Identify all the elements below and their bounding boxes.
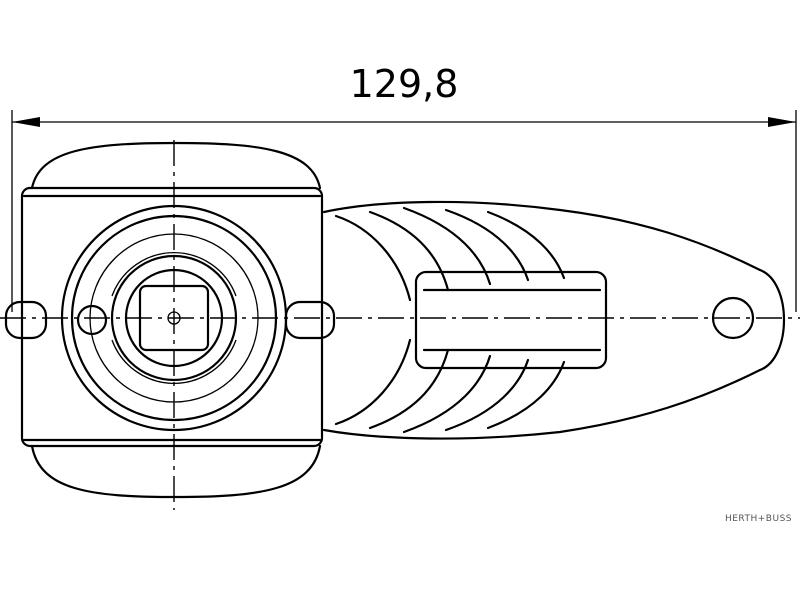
eyelet: [711, 296, 755, 340]
lamp-housing: [20, 141, 324, 499]
dimension-value: 129,8: [350, 62, 459, 106]
dimension-line: [11, 110, 797, 312]
watermark: HERTH+BUSS: [724, 514, 792, 524]
cable-hose: [322, 200, 785, 440]
center-axes: [0, 140, 800, 510]
